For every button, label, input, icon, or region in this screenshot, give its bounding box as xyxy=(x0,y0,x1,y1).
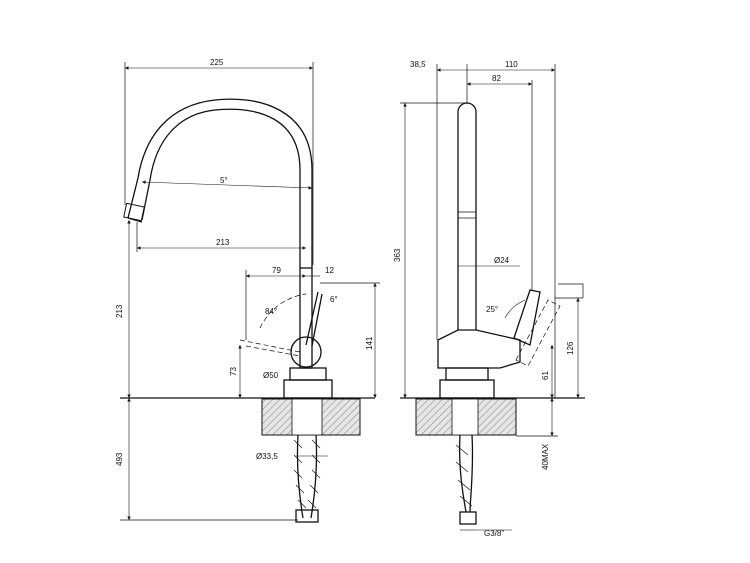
dim-body-height: 73 xyxy=(229,367,238,376)
side-spout xyxy=(457,102,477,330)
front-lever-hub xyxy=(290,336,322,368)
dim-lever-tilt: 6° xyxy=(330,295,338,304)
dim-side-spout-diameter: Ø24 xyxy=(494,256,510,265)
dim-lever-offset: 79 xyxy=(272,266,281,275)
dim-lever-gap: 12 xyxy=(325,266,334,275)
side-body xyxy=(437,329,521,369)
dim-below-counter: 493 xyxy=(115,452,124,466)
front-base xyxy=(283,379,333,399)
front-spout-inner xyxy=(141,108,301,268)
dim-side-top-left: 38,5 xyxy=(410,60,426,69)
side-hose xyxy=(458,434,467,513)
dim-side-spout-offset: 82 xyxy=(492,74,501,83)
front-lever xyxy=(305,291,319,346)
dim-width-top: 225 xyxy=(210,58,224,67)
dim-lever-height: 141 xyxy=(365,336,374,350)
dim-spout-angle: 5° xyxy=(220,176,228,185)
dim-side-top-right: 110 xyxy=(505,60,518,69)
side-lever xyxy=(513,289,541,346)
front-spout-outer xyxy=(127,98,313,268)
dim-body-diameter: Ø50 xyxy=(263,371,279,380)
dim-side-lever-height: 126 xyxy=(566,341,575,355)
side-base xyxy=(439,379,495,399)
side-view: 38,5 110 82 363 Ø24 25° 126 61 40MAX G3/… xyxy=(393,60,585,538)
dim-side-lever-angle: 25° xyxy=(486,305,498,314)
dim-side-max-deck: 40MAX xyxy=(541,443,550,470)
dim-side-thread: G3/8" xyxy=(484,529,504,538)
dim-spout-height: 213 xyxy=(115,304,124,318)
dim-side-body-height: 61 xyxy=(541,371,550,380)
front-view: 225 5° 213 79 12 84° 6° 213 141 73 Ø50 4… xyxy=(115,58,380,523)
dim-lever-swing: 84° xyxy=(265,307,277,316)
front-hose-right xyxy=(310,434,318,519)
dim-side-total-height: 363 xyxy=(393,248,402,262)
front-hose-left xyxy=(296,434,304,519)
dim-hose-diameter: Ø33,5 xyxy=(256,452,278,461)
front-body-stem xyxy=(299,267,313,369)
dim-spout-reach: 213 xyxy=(216,238,230,247)
